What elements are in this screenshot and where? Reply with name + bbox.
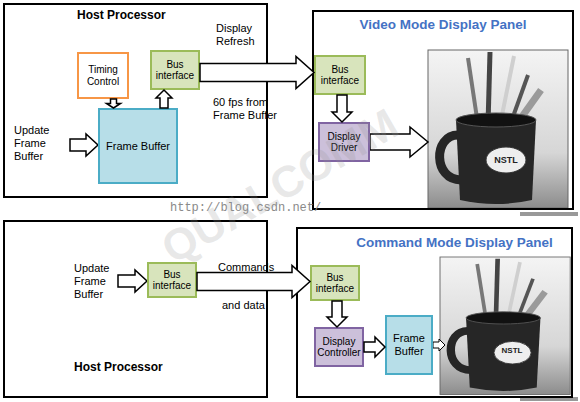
box-text: Frame Buffer [388,332,430,357]
divider-bar [520,212,578,216]
block-arrow [107,99,121,108]
component-box: Frame Buffer [385,315,433,375]
edge-label: Display Refresh [216,22,276,48]
block-arrow [156,90,172,108]
component-box: Timing Control [77,52,129,99]
block-arrow [327,301,347,327]
output-arrow [433,339,445,351]
mug-logo: NSTL [492,346,532,356]
panel-box: Command Mode Display PanelBus interfaceD… [296,227,573,398]
box-text: Bus interface [150,269,194,292]
box-text: Display Controller [317,336,361,359]
box-title: Command Mode Display Panel [338,235,571,250]
note-text: and data [222,299,292,312]
component-box: Bus interface [150,50,200,90]
component-box: Display Controller [314,327,364,367]
note-text: Update Frame Buffer [14,124,70,164]
component-box: Bus interface [314,55,366,95]
note-text: 60 fps from Frame Buffer [213,96,293,122]
watermark-url: http://blog.csdn.net/ [170,201,360,215]
watermark: QUALCOMM [137,89,423,285]
mug-logo: NSTL [486,155,526,166]
box-text: Display Driver [321,131,367,154]
note-text: Update Frame Buffer [74,262,122,302]
box-text: Bus interface [317,64,363,87]
block-arrow [200,57,314,89]
block-arrow [364,337,385,357]
component-box: Bus interface [310,265,360,301]
box-title: Host Processor [74,360,163,374]
input-arrow [70,134,98,156]
input-arrow [118,270,147,292]
component-box: Frame Buffer [98,108,178,184]
box-text: Timing Control [80,64,126,87]
panel-box: Video Mode Display PanelBus interfaceDis… [312,10,574,210]
component-box: Bus interface [147,262,197,298]
box-text: Bus interface [313,272,357,295]
mug-photo [428,50,568,208]
box-title: Video Mode Display Panel [314,17,572,32]
edge-label: Commands [218,261,298,274]
box-text: Frame Buffer [106,140,170,153]
box-text: Bus interface [153,59,197,82]
box-title: Host Processor [77,8,166,22]
component-box: Display Driver [318,122,370,162]
block-arrow [332,95,352,122]
mug-photo [440,257,570,394]
output-arrow [370,127,428,157]
